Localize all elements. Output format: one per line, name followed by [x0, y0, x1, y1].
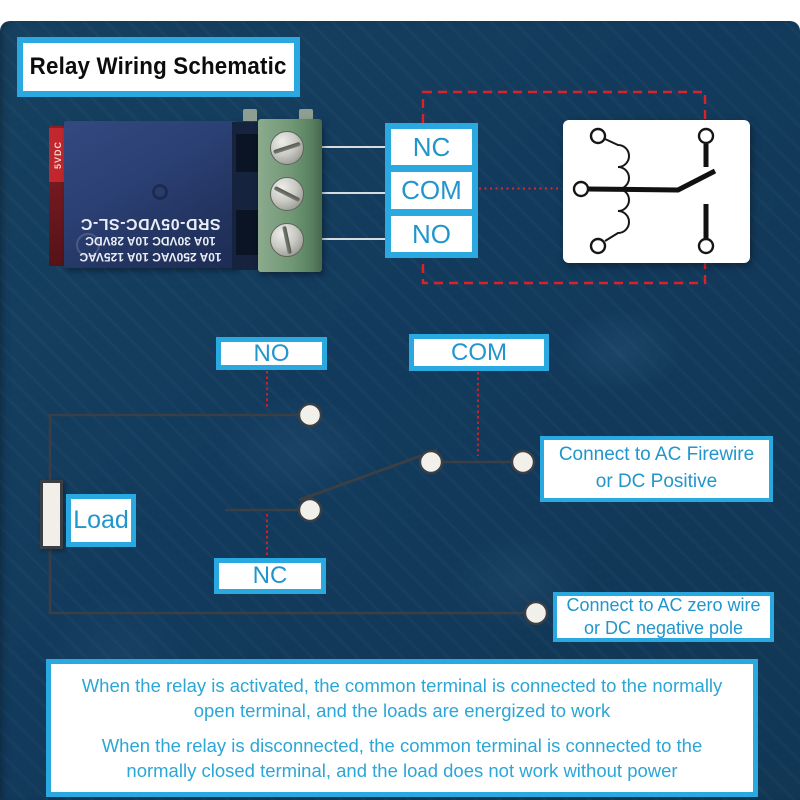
relay-side-label-text: 5VDC	[53, 140, 63, 169]
screw-slot	[273, 185, 301, 203]
terminal-tab	[299, 109, 313, 121]
switch-label-nc-text: NC	[252, 562, 288, 589]
note-activated: When the relay is activated, the common …	[81, 674, 723, 721]
page-title-box: Relay Wiring Schematic	[17, 37, 300, 97]
explanation-panel: When the relay is activated, the common …	[46, 659, 758, 797]
relay-pin-block	[236, 210, 258, 255]
terminal-block	[258, 119, 322, 272]
switch-label-com: COM	[409, 334, 549, 371]
callout-live-line2: or DC Positive	[595, 471, 718, 492]
relay-schematic-symbol	[563, 120, 750, 263]
screw-slot	[282, 225, 292, 255]
switch-label-no: NO	[216, 337, 327, 370]
terminal-label-nc: NC	[391, 129, 472, 166]
callout-neutral-line2: or DC negative pole	[583, 618, 744, 638]
relay-print-model: SRD-05VDC-SL-C	[80, 215, 221, 232]
load-label-box: Load	[66, 494, 136, 547]
relay-dimple	[152, 184, 168, 200]
relay-symbol-drawing	[572, 127, 717, 255]
relay-print-ratings-ac: 10A 250VAC 10A 125VAC	[79, 250, 222, 264]
callout-neutral-wire: Connect to AC zero wire or DC negative p…	[553, 592, 774, 642]
terminal-tab	[243, 109, 257, 121]
callout-neutral-line1: Connect to AC zero wire	[566, 594, 761, 615]
relay-print-ratings-dc: 10A 30VDC 10A 28VDC	[85, 234, 216, 248]
switch-label-com-text: COM	[451, 338, 507, 366]
module-terminal-labels: NC COM NO	[385, 123, 478, 258]
switch-label-no-text: NO	[253, 339, 290, 367]
terminal-screw-com	[270, 177, 304, 211]
page-title: Relay Wiring Schematic	[30, 53, 287, 80]
relay-corner-ring	[76, 233, 100, 257]
terminal-label-no: NO	[391, 215, 472, 252]
load-component	[40, 480, 63, 549]
terminal-screw-nc	[270, 131, 304, 165]
symbol-switch-arm	[587, 168, 717, 193]
relay-side-label: 5VDC	[49, 128, 67, 182]
terminal-label-com: COM	[391, 172, 472, 209]
callout-live-line1: Connect to AC Firewire	[558, 444, 755, 466]
load-label-text: Load	[73, 506, 129, 534]
note-disconnected: When the relay is disconnected, the comm…	[101, 735, 703, 782]
screw-slot	[273, 141, 301, 155]
terminal-screw-no	[270, 223, 304, 257]
relay-pin-section	[232, 122, 262, 270]
switch-label-nc: NC	[214, 558, 326, 594]
callout-live-wire: Connect to AC Firewire or DC Positive	[540, 436, 773, 502]
relay-pin-block	[236, 134, 258, 172]
